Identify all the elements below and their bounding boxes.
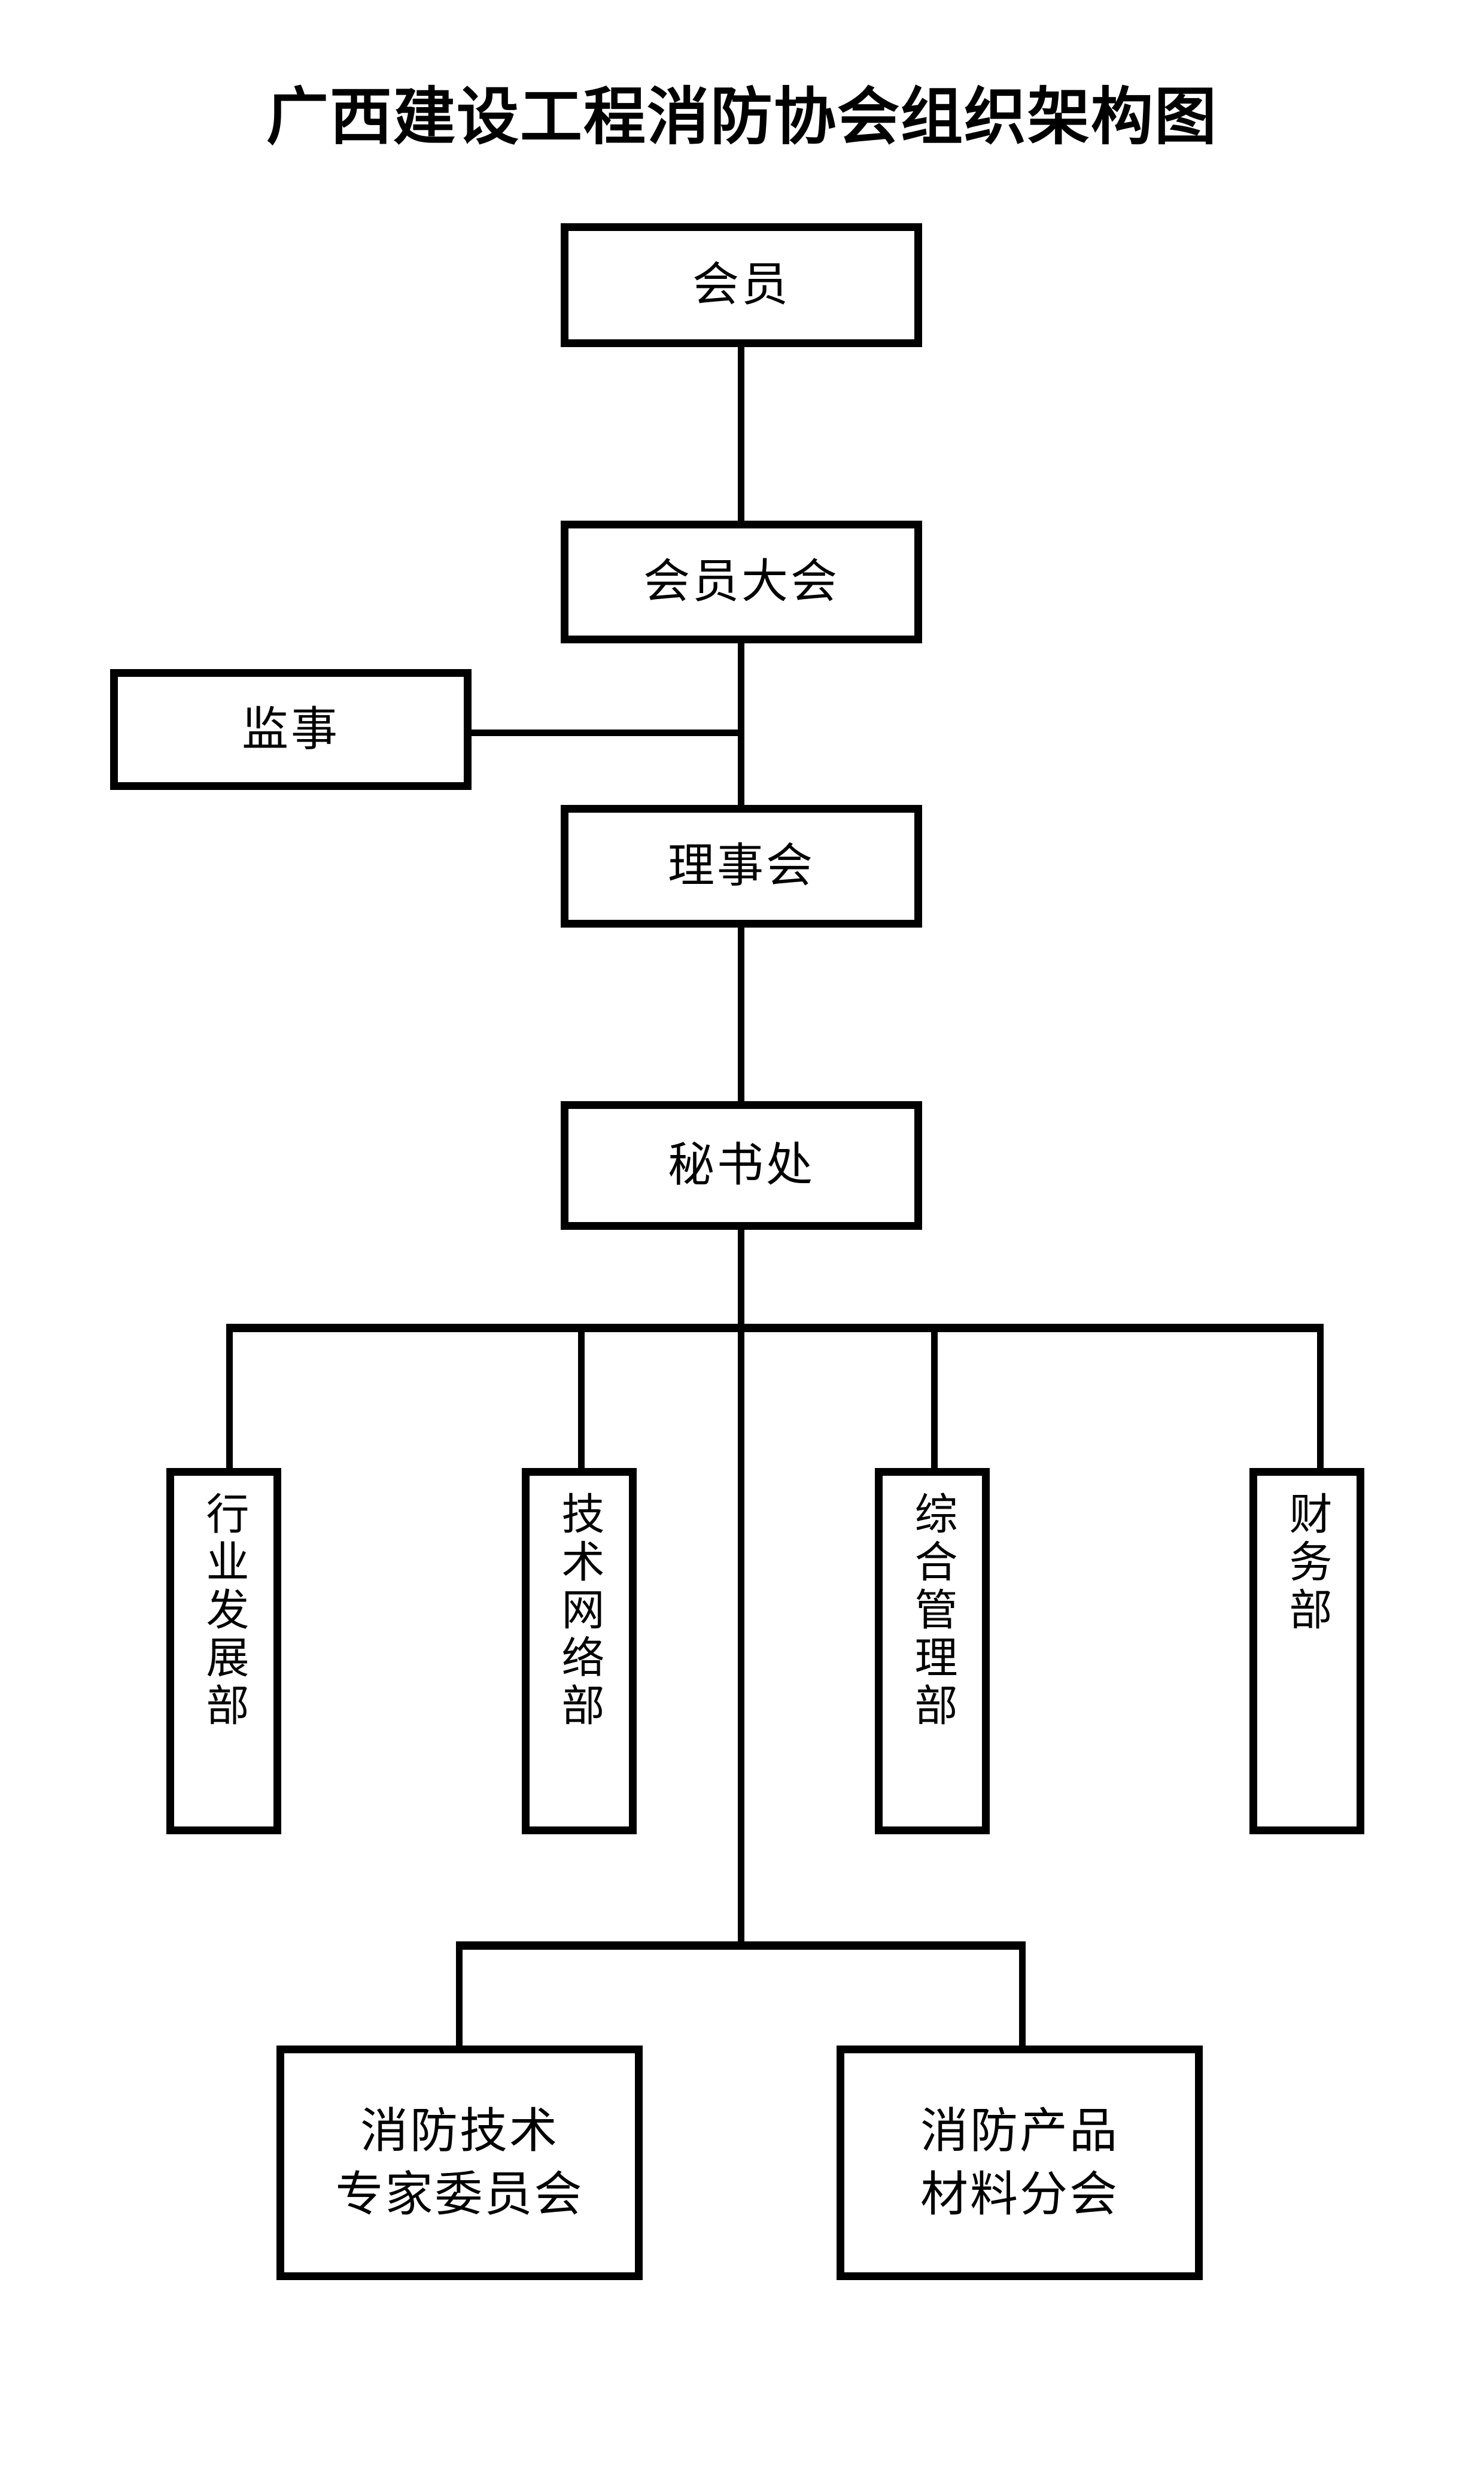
node-dept-industry-development[interactable]: 行业发展部 (166, 1468, 281, 1834)
node-dept-technical-network[interactable]: 技术网络部 (522, 1468, 637, 1834)
connector-drop-dept-industry (226, 1324, 233, 1471)
connector-drop-dept-technical (578, 1324, 585, 1471)
node-members-label: 会员 (692, 258, 790, 312)
connector-drop-dept-finance (1317, 1324, 1324, 1471)
connector-assembly-to-council (738, 640, 744, 811)
node-council[interactable]: 理事会 (561, 805, 922, 928)
node-secretariat[interactable]: 秘书处 (561, 1101, 922, 1230)
connector-drop-materials-branch (1019, 1941, 1026, 2049)
connector-drop-dept-general (931, 1324, 938, 1471)
node-dept-general-management[interactable]: 综合管理部 (875, 1468, 990, 1834)
connector-council-to-secretariat (738, 925, 744, 1104)
committee-bus-bar (456, 1941, 1026, 1950)
node-dept-finance[interactable]: 财务部 (1249, 1468, 1364, 1834)
node-fire-product-materials-branch[interactable]: 消防产品 材料分会 (837, 2046, 1203, 2280)
node-dept-technical-network-label: 技术网络部 (554, 1491, 604, 1731)
connector-members-to-assembly (738, 344, 744, 524)
node-council-label: 理事会 (667, 839, 815, 893)
page-title: 广西建设工程消防协会组织架构图 (266, 80, 1218, 153)
node-dept-industry-development-label: 行业发展部 (199, 1491, 249, 1731)
connector-secretariat-trunk (738, 1227, 744, 1330)
node-general-assembly[interactable]: 会员大会 (561, 521, 922, 643)
node-supervisor[interactable]: 监事 (110, 669, 472, 790)
node-general-assembly-label: 会员大会 (643, 555, 840, 609)
connector-trunk-to-branches (738, 1324, 744, 1947)
node-fire-technology-expert-committee-label: 消防技术 专家委员会 (335, 2103, 584, 2222)
node-dept-finance-label: 财务部 (1282, 1491, 1332, 1635)
connector-supervisor-lateral (470, 730, 741, 736)
node-members[interactable]: 会员 (561, 223, 922, 347)
node-fire-technology-expert-committee[interactable]: 消防技术 专家委员会 (276, 2046, 643, 2280)
department-bus-bar (226, 1324, 1324, 1332)
node-fire-product-materials-branch-label: 消防产品 材料分会 (920, 2103, 1119, 2222)
node-secretariat-label: 秘书处 (667, 1138, 815, 1193)
node-supervisor-label: 监事 (241, 702, 340, 756)
connector-drop-expert-committee (456, 1941, 463, 2049)
node-dept-general-management-label: 综合管理部 (907, 1491, 957, 1731)
